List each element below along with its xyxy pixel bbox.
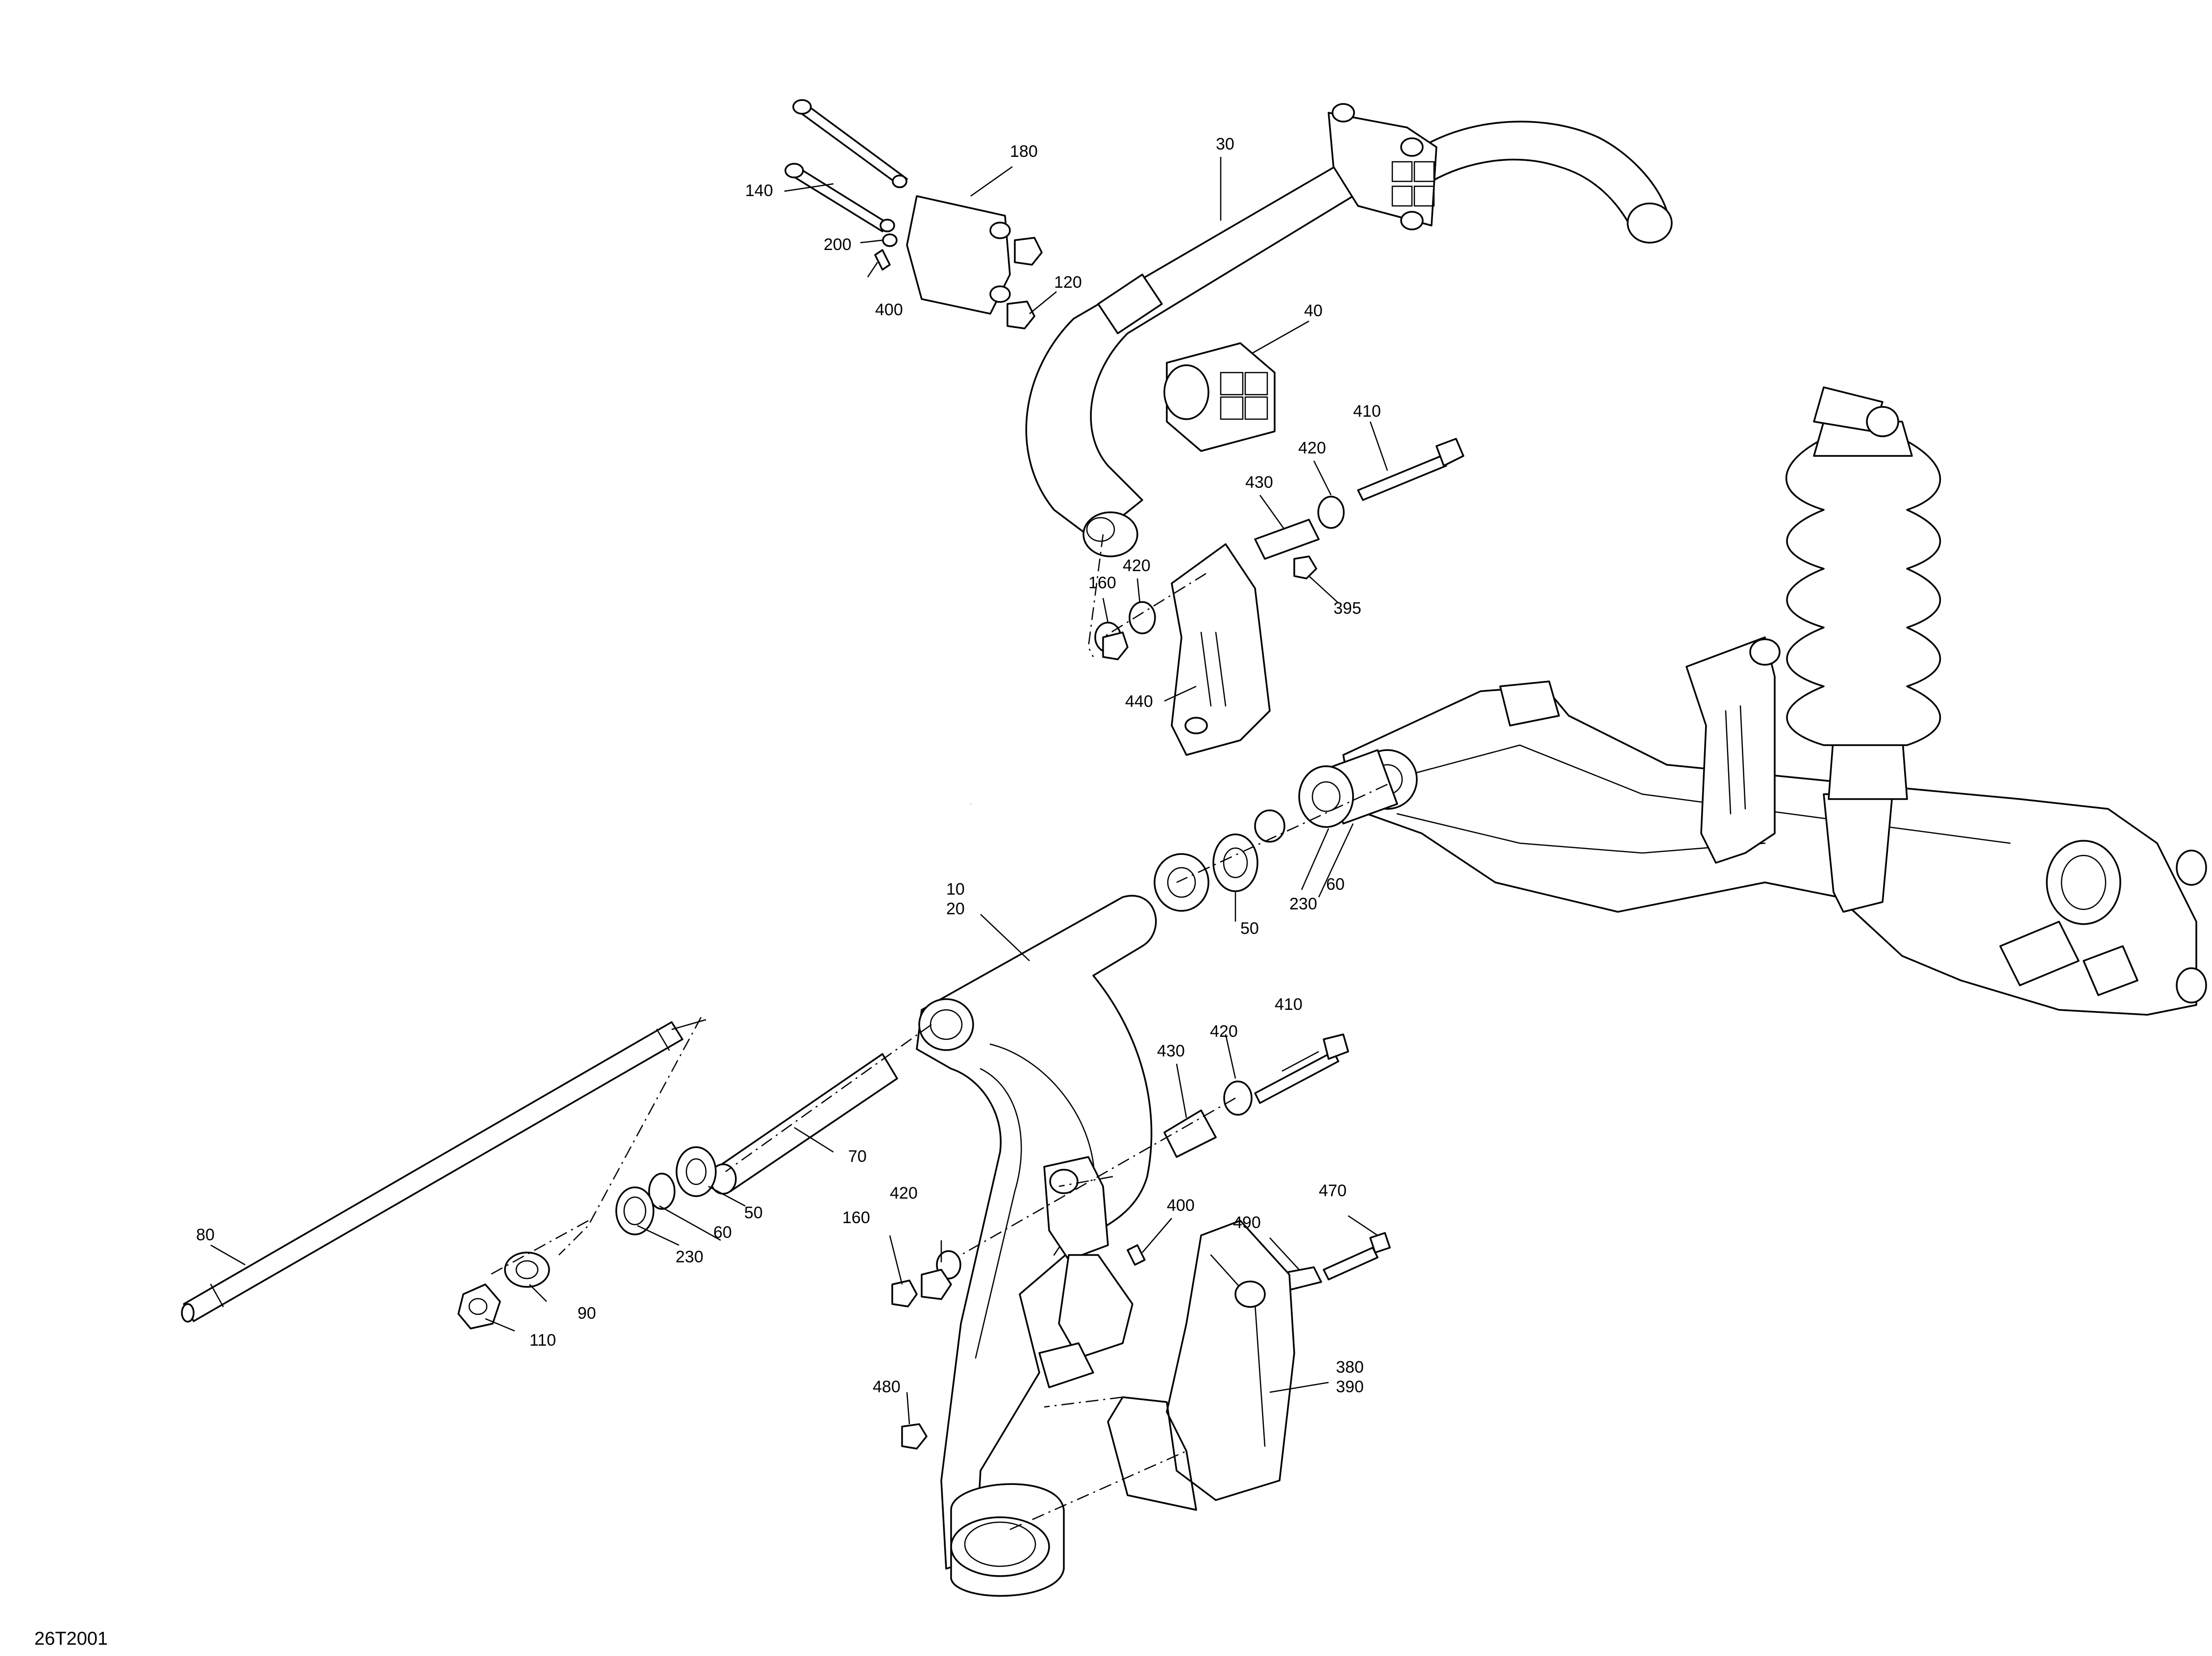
callout-20: 20 [946, 900, 965, 918]
callout-395: 395 [1333, 599, 1361, 618]
callout-410-upper: 410 [1353, 402, 1381, 421]
bolts-140 [784, 99, 908, 232]
callout-410-lower: 410 [1275, 995, 1303, 1014]
trailing-arm-rear [1342, 685, 2207, 1016]
callout-400-upper: 400 [875, 301, 903, 319]
callout-40: 40 [1304, 301, 1323, 320]
callout-50-front: 50 [744, 1204, 763, 1222]
link-bracket-440 [1171, 543, 1271, 756]
washer-200-pin-400 [874, 233, 898, 271]
callout-140: 140 [745, 181, 773, 200]
washers-lower [891, 1250, 961, 1307]
callout-60-front: 60 [713, 1223, 732, 1242]
sway-bar [1025, 103, 1673, 557]
callout-440: 440 [1125, 692, 1153, 711]
bolt-470 [1323, 1232, 1391, 1280]
bushing-420-lower [1223, 1080, 1253, 1116]
nut-480 [901, 1423, 928, 1450]
callout-110: 110 [529, 1331, 556, 1350]
sleeve-430-lower [1163, 1109, 1217, 1158]
diagram-reference-code: 26T2001 [34, 1629, 108, 1649]
callout-490: 490 [1233, 1213, 1261, 1232]
callout-120: 120 [1054, 273, 1082, 292]
callout-160-front: 160 [842, 1208, 870, 1227]
callout-420-lower: 420 [1210, 1022, 1238, 1041]
bearings-front-stack [615, 1146, 717, 1235]
washers-upper [1094, 601, 1156, 660]
callout-180: 180 [1010, 142, 1038, 161]
leader-lines [210, 157, 1388, 1425]
alignment-lines [490, 534, 1388, 1531]
trailing-arm-front [916, 895, 1157, 1597]
shaft-80 [181, 1021, 683, 1323]
callout-470: 470 [1319, 1181, 1347, 1200]
callout-60-rear: 60 [1326, 875, 1345, 894]
callout-160-upper: 160 [1088, 574, 1116, 592]
callout-90: 90 [578, 1304, 596, 1323]
bushing-40 [1163, 342, 1276, 452]
nuts-120 [1006, 237, 1043, 329]
sway-bar-bracket [906, 195, 1011, 315]
callout-230-front: 230 [676, 1248, 704, 1266]
bolt-410-upper [1357, 438, 1464, 501]
callout-50-rear: 50 [1240, 919, 1259, 938]
link-bracket-rear [1685, 636, 1781, 864]
callout-230-rear: 230 [1289, 895, 1317, 913]
bolt-410-lower [1254, 1033, 1349, 1104]
callout-430-upper: 430 [1245, 473, 1273, 492]
callout-10: 10 [946, 880, 965, 899]
callout-labels: 30 180 140 200 400 120 40 410 420 430 42… [196, 135, 1381, 1396]
guard-380-390 [1107, 1220, 1295, 1511]
callout-480: 480 [873, 1378, 901, 1396]
nut-110 [457, 1283, 501, 1330]
callout-420-upper: 420 [1298, 439, 1326, 457]
nut-395 [1293, 555, 1317, 579]
callout-390: 390 [1336, 1378, 1364, 1396]
spacer-90 [504, 1252, 550, 1288]
sleeve-430-upper [1254, 519, 1320, 560]
callout-70: 70 [848, 1147, 867, 1166]
callout-380: 380 [1336, 1358, 1364, 1377]
pin-400-lower [1127, 1244, 1146, 1266]
sleeve-70 [709, 1053, 898, 1195]
callout-30: 30 [1216, 135, 1234, 153]
callout-80: 80 [196, 1226, 215, 1244]
shock-absorber [1785, 386, 1941, 913]
callout-420-mid: 420 [1123, 556, 1151, 575]
callout-430-lower: 430 [1157, 1042, 1185, 1060]
callout-200: 200 [824, 235, 852, 254]
callout-400-lower: 400 [1167, 1196, 1195, 1215]
bushing-420-upper [1317, 496, 1345, 529]
callout-420-front: 420 [890, 1184, 918, 1203]
